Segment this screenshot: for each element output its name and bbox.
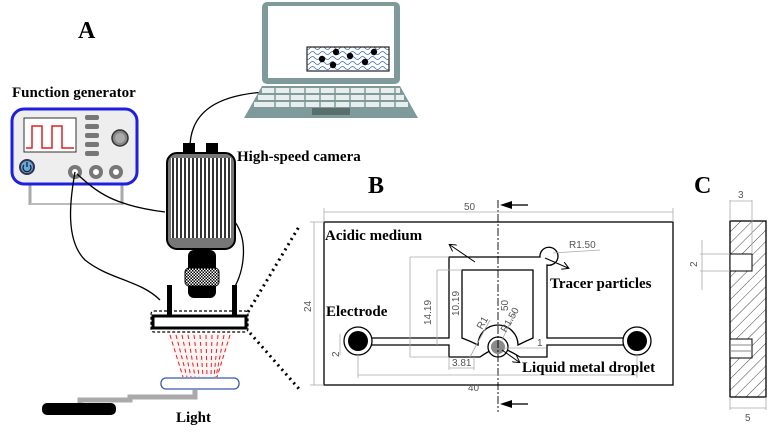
cables — [69, 91, 266, 301]
liquid-metal-droplet-label: Liquid metal droplet — [522, 360, 655, 376]
dim-outer-chamber: 14.19 — [423, 300, 434, 325]
dim-tracer-radius: R1.50 — [569, 240, 596, 251]
laptop-icon — [244, 2, 418, 118]
function-generator-icon — [10, 107, 139, 205]
panel-label-a: A — [78, 18, 96, 44]
dim-section: 50 — [500, 299, 511, 311]
dim-electrode-spacing: 40 — [468, 383, 480, 394]
dim-height: 24 — [303, 300, 314, 312]
light-beam — [166, 334, 233, 378]
high-speed-camera-icon — [166, 143, 237, 315]
function-generator-label: Function generator — [12, 85, 136, 101]
electrode-label: Electrode — [326, 304, 388, 320]
sample-stage — [150, 310, 249, 333]
dim-neck-offset: 3.81 — [452, 358, 472, 369]
dim-width: 50 — [464, 202, 476, 213]
dim-channel-width: 2 — [331, 351, 342, 357]
electrode-right-icon — [622, 326, 652, 356]
tracer-particles-label: Tracer particles — [550, 276, 652, 292]
acidic-medium-label: Acidic medium — [325, 228, 423, 244]
dim-inner-chamber: 10.19 — [451, 291, 462, 316]
cross-section-drawing — [700, 200, 767, 410]
chip-drawing — [310, 200, 674, 412]
dim-gap: 1 — [537, 338, 543, 349]
electrode-left-icon — [343, 326, 373, 356]
high-speed-camera-label: High-speed camera — [237, 149, 361, 165]
panel-label-b: B — [368, 173, 384, 199]
dim-c-bottom: 5 — [745, 413, 751, 424]
dim-c-top: 3 — [738, 190, 744, 201]
light-source-icon — [42, 377, 240, 415]
light-label: Light — [176, 410, 211, 426]
dim-c-side: 2 — [689, 261, 700, 267]
panel-label-c: C — [694, 173, 711, 199]
zoom-indicator-lines — [246, 224, 302, 391]
